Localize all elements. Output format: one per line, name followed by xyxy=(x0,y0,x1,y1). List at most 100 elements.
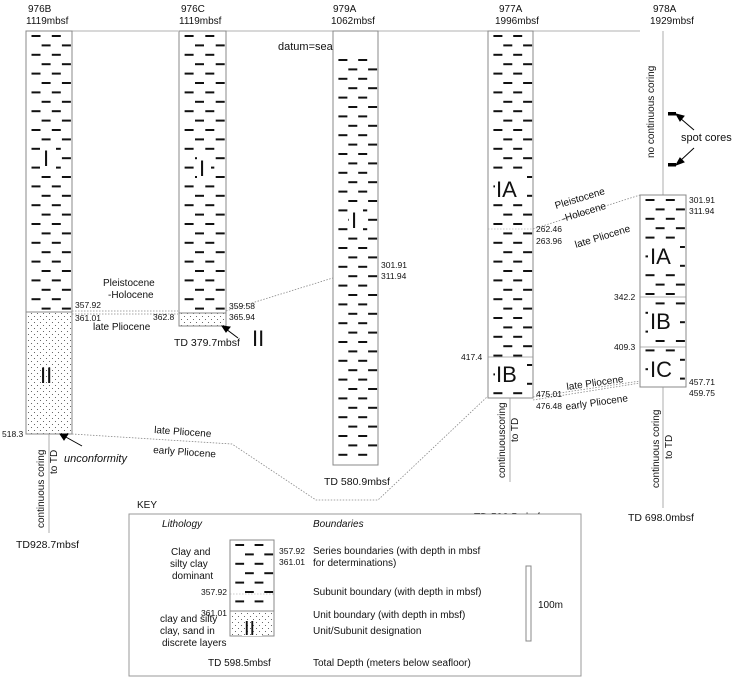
site-976c-label: 976C xyxy=(181,4,205,15)
key-designation: Unit/Subunit designation xyxy=(313,626,421,637)
key-sand-1: clay and silty xyxy=(160,614,217,625)
key-unit-boundary: Unit boundary (with depth in mbsf) xyxy=(313,610,465,621)
svg-text:II: II xyxy=(40,363,52,388)
unit-label-976b-i: I xyxy=(40,145,56,171)
key-lithology: Lithology xyxy=(162,519,203,530)
td-976c: TD 379.7mbsf xyxy=(174,337,240,349)
svg-text:IB: IB xyxy=(650,309,671,334)
td-979a: TD 580.9mbsf xyxy=(324,476,390,488)
key-scale-label: 100m xyxy=(538,600,563,611)
unit-label-977a-ia: IA xyxy=(495,172,527,202)
depth-977a-3: 417.4 xyxy=(461,352,483,362)
depth-976c-2: 362.8 xyxy=(153,312,175,322)
site-976b-label: 976B xyxy=(28,4,52,15)
age-late-pliocene-low: late Pliocene xyxy=(154,425,212,440)
key-series-2: for determinations) xyxy=(313,558,396,569)
key-depth-1: 357.92 xyxy=(279,546,305,556)
coring-978a-line1: continuous coring xyxy=(651,410,662,488)
key-depth-2: 361.01 xyxy=(279,557,305,567)
site-979a-label: 979A xyxy=(333,4,357,15)
no-continuous-coring-label: no continuous coring xyxy=(646,66,657,158)
depth-labels: 357.92 361.01 518.3 359.58 362.8 365.94 … xyxy=(2,195,715,439)
key-boundaries: Boundaries xyxy=(313,519,364,530)
continuous-coring-lines xyxy=(48,387,664,533)
svg-text:IA: IA xyxy=(650,244,671,269)
depth-977a-2: 263.96 xyxy=(536,236,562,246)
depth-976b-2: 361.01 xyxy=(75,313,101,323)
svg-text:I: I xyxy=(199,156,205,181)
key-title: KEY xyxy=(137,500,157,511)
site-977a-depth: 1996mbsf xyxy=(495,16,539,27)
coring-977a-line2: to TD xyxy=(510,418,521,442)
depth-977a-5: 476.48 xyxy=(536,401,562,411)
unit-label-978a-ia: IA xyxy=(648,240,680,270)
svg-text:IC: IC xyxy=(650,357,672,382)
age-early-pliocene-low: early Pliocene xyxy=(153,445,217,460)
site-976b-depth: 1119mbsf xyxy=(26,16,69,27)
site-977a-label: 977A xyxy=(499,4,523,15)
depth-976b-1: 357.92 xyxy=(75,300,101,310)
key-sand-2: clay, sand in xyxy=(160,626,215,637)
unit-label-976c-ii: II xyxy=(252,326,264,351)
unit-label-978a-ic: IC xyxy=(648,354,680,382)
depth-977a-1: 262.46 xyxy=(536,224,562,234)
age-late-pliocene-978: late Pliocene xyxy=(566,374,625,393)
unconformity-label: unconformity xyxy=(64,453,128,465)
column-979a xyxy=(332,30,379,466)
depth-976c-3: 365.94 xyxy=(229,312,255,322)
age-late-pliocene-977: late Pliocene xyxy=(574,223,632,250)
age-early-pliocene-978: early Pliocene xyxy=(565,393,629,413)
age-pleistocene-976: Pleistocene xyxy=(103,278,155,289)
svg-text:IA: IA xyxy=(496,177,517,202)
depth-976c-1: 359.58 xyxy=(229,301,255,311)
site-978a-depth: 1929mbsf xyxy=(650,16,694,27)
age-late-pliocene-976: late Pliocene xyxy=(93,322,151,333)
key-clay-2: silty clay xyxy=(170,559,208,570)
spot-cores-label: spot cores xyxy=(681,132,732,144)
unit-label-976b-ii: II xyxy=(38,358,60,388)
coring-977a-line1: continuouscoring xyxy=(497,402,508,478)
legend-key: KEY Lithology Boundaries II Clay and sil… xyxy=(128,500,582,677)
key-clay-3: dominant xyxy=(172,571,213,582)
td-976b: TD928.7mbsf xyxy=(16,539,79,551)
key-depth-4: 361.01 xyxy=(201,608,227,618)
unit-label-977a-ib: IB xyxy=(495,360,527,388)
depth-978a-3: 342.2 xyxy=(614,292,636,302)
depth-978a-2: 311.94 xyxy=(689,206,715,216)
site-979a-depth: 1062mbsf xyxy=(331,16,375,27)
unit-label-979a-i: I xyxy=(349,204,363,233)
td-978a: TD 698.0mbsf xyxy=(628,512,694,524)
svg-text:IB: IB xyxy=(496,362,517,387)
key-td: TD 598.5mbsf xyxy=(208,658,271,669)
spot-core-markers xyxy=(668,112,676,167)
key-total: Total Depth (meters below seafloor) xyxy=(313,658,471,669)
key-depth-3: 357.92 xyxy=(201,587,227,597)
depth-978a-6: 459.75 xyxy=(689,388,715,398)
depth-976b-3: 518.3 xyxy=(2,429,24,439)
site-978a-label: 978A xyxy=(653,4,677,15)
key-clay-1: Clay and xyxy=(171,547,210,558)
unit-label-976c-i: I xyxy=(197,152,211,181)
age-holocene-976: -Holocene xyxy=(108,290,154,301)
depth-979a-1: 301.91 xyxy=(381,260,407,270)
coring-978a-line2: to TD xyxy=(664,435,675,459)
key-subunit: Subunit boundary (with depth in mbsf) xyxy=(313,587,481,598)
site-976c-depth: 1119mbsf xyxy=(179,16,222,27)
svg-text:I: I xyxy=(351,208,357,233)
key-series-1: Series boundaries (with depth in mbsf xyxy=(313,546,481,557)
depth-978a-4: 409.3 xyxy=(614,342,636,352)
key-scale-bar xyxy=(525,565,532,642)
coring-976b-line1: continuous coring xyxy=(36,450,47,528)
arrows xyxy=(59,113,695,447)
depth-977a-4: 475.01 xyxy=(536,389,562,399)
depth-978a-1: 301.91 xyxy=(689,195,715,205)
key-sand-3: discrete layers xyxy=(162,638,226,649)
column-977a xyxy=(487,30,534,399)
unit-label-978a-ib: IB xyxy=(648,306,680,334)
depth-978a-5: 457.71 xyxy=(689,377,715,387)
key-unit-designation: II xyxy=(244,618,255,640)
svg-text:I: I xyxy=(43,146,49,171)
coring-976b-line2: to TD xyxy=(49,450,60,474)
